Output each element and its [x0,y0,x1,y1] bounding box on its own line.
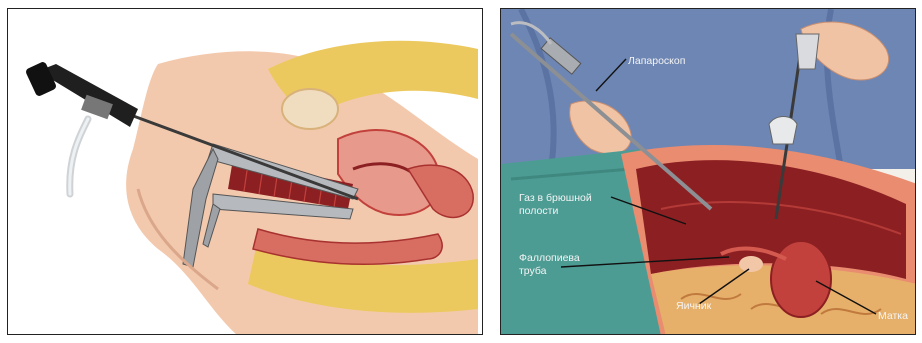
bladder [282,89,338,129]
laparoscopy-illustration: Лапароскоп Газ в брюшной полости Фаллопи… [501,9,916,335]
label-ovary: Яичник [676,300,712,312]
hysteroscopy-illustration [8,9,483,335]
ovary [739,256,763,272]
label-tube-line2: труба [519,265,547,277]
uterus [771,241,831,317]
label-uterus: Матка [878,310,908,322]
label-gas-line1: Газ в брюшной [519,192,592,204]
laparoscopy-illustration-panel: Лапароскоп Газ в брюшной полости Фаллопи… [500,8,916,335]
label-tube-line1: Фаллопиева [519,252,580,264]
label-gas-line2: полости [519,205,558,217]
hysteroscopy-illustration-panel [7,8,483,335]
label-laparoscope: Лапароскоп [628,55,685,67]
